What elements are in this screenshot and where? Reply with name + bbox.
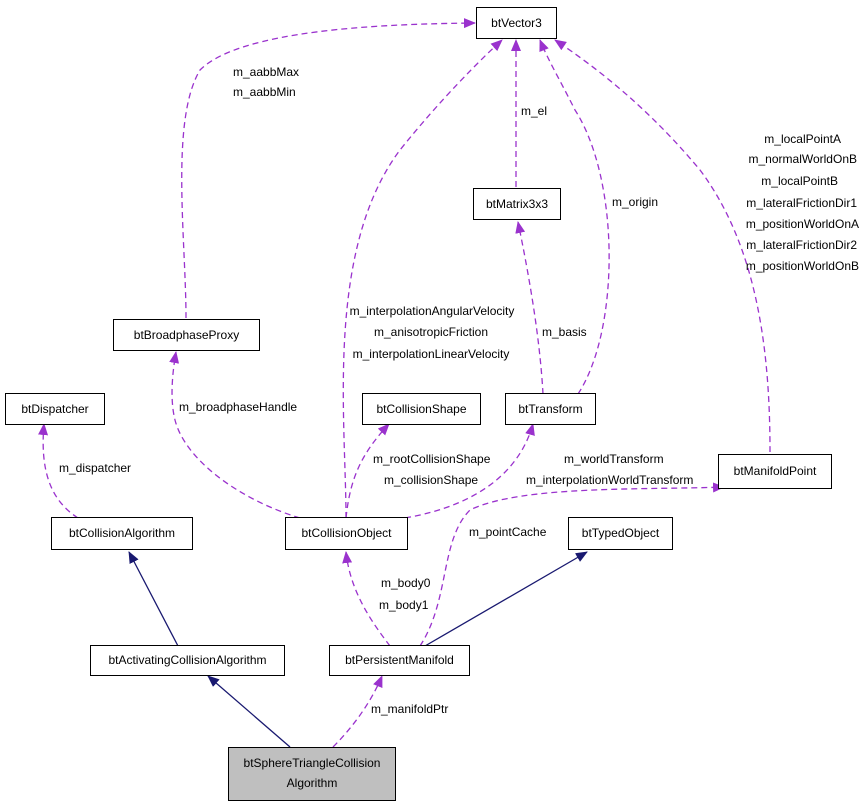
node-label-spheretriangle-line1: btSphereTriangleCollision bbox=[244, 756, 381, 770]
edge-label-normalworldonb: m_normalWorldOnB bbox=[749, 152, 857, 166]
edge-label-m-origin: m_origin bbox=[612, 195, 658, 209]
edge-label-anisotropicfriction: m_anisotropicFriction bbox=[374, 325, 488, 339]
node-label-btpersistentmanifold: btPersistentManifold bbox=[345, 653, 454, 667]
edge-label-m-body1: m_body1 bbox=[379, 598, 429, 612]
node-btmanifoldpoint[interactable]: btManifoldPoint bbox=[718, 454, 832, 489]
node-btcollisionshape[interactable]: btCollisionShape bbox=[362, 393, 481, 425]
node-label-btcollisionshape: btCollisionShape bbox=[376, 402, 466, 416]
node-label-bttransform: btTransform bbox=[518, 402, 582, 416]
edge-collisionobject-to-transform bbox=[404, 423, 535, 519]
node-label-btcollisionobject: btCollisionObject bbox=[301, 526, 392, 540]
edge-collisionobject-to-collisionshape bbox=[345, 423, 390, 519]
edge-label-m-broadphasehandle: m_broadphaseHandle bbox=[179, 400, 297, 414]
edge-label-m-basis: m_basis bbox=[542, 325, 587, 339]
node-btdispatcher[interactable]: btDispatcher bbox=[5, 393, 105, 425]
edge-label-m-manifoldptr: m_manifoldPtr bbox=[371, 702, 448, 716]
edge-label-localpointa: m_localPointA bbox=[764, 132, 841, 146]
label-manifold-point-vectors: m_localPointA m_normalWorldOnB m_localPo… bbox=[746, 132, 859, 273]
edge-activating-inherits-collisionalgorithm bbox=[128, 551, 179, 647]
edge-label-m-pointcache: m_pointCache bbox=[469, 525, 547, 539]
node-btspheretrianglecollisionalgorithm[interactable]: btSphereTriangleCollision Algorithm bbox=[228, 747, 396, 801]
node-bttypedobject[interactable]: btTypedObject bbox=[568, 517, 673, 550]
node-label-btmanifoldpoint: btManifoldPoint bbox=[734, 464, 817, 478]
edge-label-interpolationworldtransform: m_interpolationWorldTransform bbox=[526, 473, 693, 487]
node-label-btvector3: btVector3 bbox=[491, 16, 542, 30]
label-transforms: m_worldTransform m_interpolationWorldTra… bbox=[526, 452, 693, 487]
edge-label-rootcollisionshape: m_rootCollisionShape bbox=[373, 452, 491, 466]
node-label-spheretriangle-line2: Algorithm bbox=[287, 776, 338, 790]
node-btcollisionobject[interactable]: btCollisionObject bbox=[285, 517, 408, 550]
node-btmatrix3x3[interactable]: btMatrix3x3 bbox=[473, 188, 561, 220]
edge-manifoldpoint-to-vector3 bbox=[554, 39, 771, 453]
edge-broadphaseproxy-to-vector3 bbox=[181, 18, 476, 319]
edge-label-lateralfrictiondir2: m_lateralFrictionDir2 bbox=[746, 238, 857, 252]
label-bodies: m_body0 m_body1 bbox=[379, 576, 431, 612]
edge-label-interpolationlinearvelocity: m_interpolationLinearVelocity bbox=[353, 347, 510, 361]
node-btcollisionalgorithm[interactable]: btCollisionAlgorithm bbox=[51, 517, 193, 550]
edge-persistentmanifold-to-manifoldpoint bbox=[419, 482, 725, 647]
node-btvector3[interactable]: btVector3 bbox=[476, 7, 557, 39]
node-btactivatingcollisionalgorithm[interactable]: btActivatingCollisionAlgorithm bbox=[90, 645, 285, 676]
edge-label-worldtransform: m_worldTransform bbox=[564, 452, 664, 466]
node-label-btmatrix3x3: btMatrix3x3 bbox=[486, 197, 548, 211]
edge-label-localpointb: m_localPointB bbox=[761, 174, 838, 188]
node-label-btdispatcher: btDispatcher bbox=[21, 402, 88, 416]
edge-transform-to-matrix3x3 bbox=[515, 221, 544, 395]
edge-label-collisionshape: m_collisionShape bbox=[384, 473, 478, 487]
edge-label-aabbmax: m_aabbMax bbox=[233, 65, 299, 79]
edge-label-aabbmin: m_aabbMin bbox=[233, 85, 296, 99]
edge-transform-to-vector3 bbox=[539, 39, 610, 395]
edge-label-m-el: m_el bbox=[521, 104, 547, 118]
edge-collisionobject-to-broadphaseproxy bbox=[169, 351, 301, 519]
edge-spheretriangle-to-persistentmanifold bbox=[332, 675, 383, 748]
node-btpersistentmanifold[interactable]: btPersistentManifold bbox=[329, 645, 470, 676]
edge-label-positionworldona: m_positionWorldOnA bbox=[746, 217, 859, 231]
node-btbroadphaseproxy[interactable]: btBroadphaseProxy bbox=[113, 319, 260, 351]
node-label-bttypedobject: btTypedObject bbox=[582, 526, 660, 540]
edge-collisionalgorithm-to-dispatcher bbox=[38, 423, 79, 519]
label-shapes: m_rootCollisionShape m_collisionShape bbox=[373, 452, 491, 487]
edge-collisionobject-to-vector3 bbox=[342, 39, 503, 519]
edge-label-m-body0: m_body0 bbox=[381, 576, 431, 590]
node-bttransform[interactable]: btTransform bbox=[505, 393, 596, 425]
edge-label-lateralfrictiondir1: m_lateralFrictionDir1 bbox=[746, 196, 857, 210]
edge-spheretriangle-inherits-activating bbox=[207, 675, 291, 748]
node-label-btcollisionalgorithm: btCollisionAlgorithm bbox=[69, 526, 175, 540]
edge-persistentmanifold-inherits-typedobject bbox=[424, 551, 588, 647]
node-label-btactivatingcollisionalgorithm: btActivatingCollisionAlgorithm bbox=[108, 653, 266, 667]
edge-label-m-dispatcher: m_dispatcher bbox=[59, 461, 131, 475]
label-collision-object-vectors: m_interpolationAngularVelocity m_anisotr… bbox=[350, 304, 515, 361]
label-aabb: m_aabbMax m_aabbMin bbox=[233, 65, 299, 99]
edge-label-interpolationangularvelocity: m_interpolationAngularVelocity bbox=[350, 304, 515, 318]
edge-label-positionworldonb: m_positionWorldOnB bbox=[746, 259, 859, 273]
node-label-btbroadphaseproxy: btBroadphaseProxy bbox=[134, 328, 239, 342]
edge-persistentmanifold-to-collisionobject bbox=[342, 551, 391, 647]
